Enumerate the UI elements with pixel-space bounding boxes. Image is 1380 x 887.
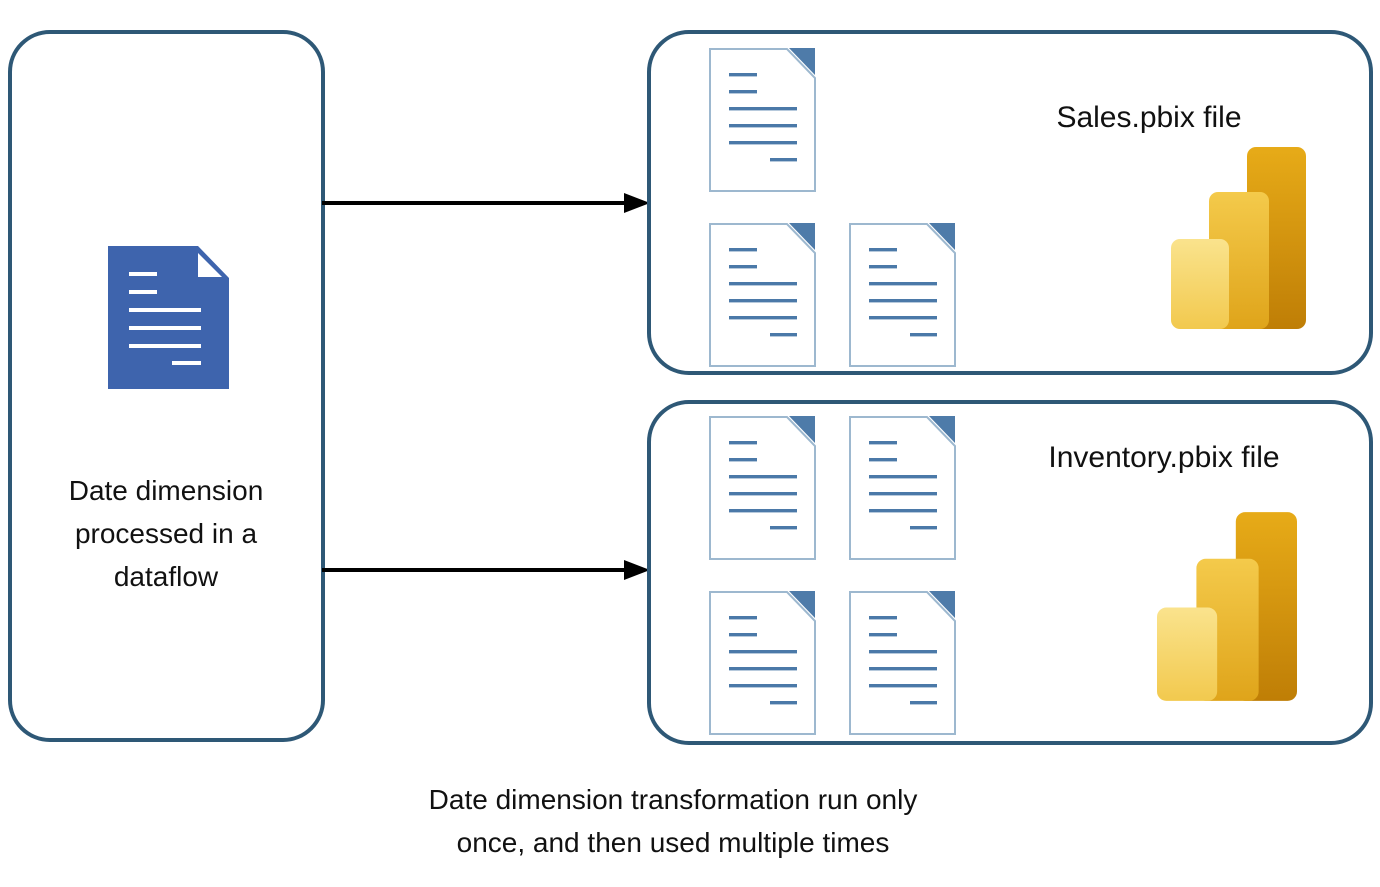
- inventory-box: Inventory.pbix file: [647, 400, 1373, 745]
- arrow-to-sales-icon: [322, 188, 652, 218]
- document-icon: [709, 223, 817, 367]
- caption: Date dimension transformation run only o…: [288, 778, 1058, 864]
- blue-document-icon: [108, 246, 229, 389]
- power-bi-icon: [1157, 512, 1297, 701]
- dataflow-label: Date dimension processed in a dataflow: [68, 475, 264, 592]
- dataflow-box: Date dimension processed in a dataflow: [8, 30, 325, 742]
- document-icon: [709, 48, 817, 192]
- document-icon: [849, 223, 957, 367]
- document-icon: [849, 416, 957, 560]
- caption-line-2: once, and then used multiple times: [456, 827, 890, 858]
- sales-box: Sales.pbix file: [647, 30, 1373, 375]
- document-icon: [849, 591, 957, 735]
- caption-line-1: Date dimension transformation run only: [428, 784, 918, 815]
- document-icon: [709, 591, 817, 735]
- power-bi-icon: [1171, 147, 1306, 329]
- document-icon: [709, 416, 817, 560]
- arrow-to-inventory-icon: [322, 555, 652, 585]
- inventory-box-title: Inventory.pbix file: [1048, 441, 1280, 474]
- sales-box-title: Sales.pbix file: [1056, 101, 1242, 134]
